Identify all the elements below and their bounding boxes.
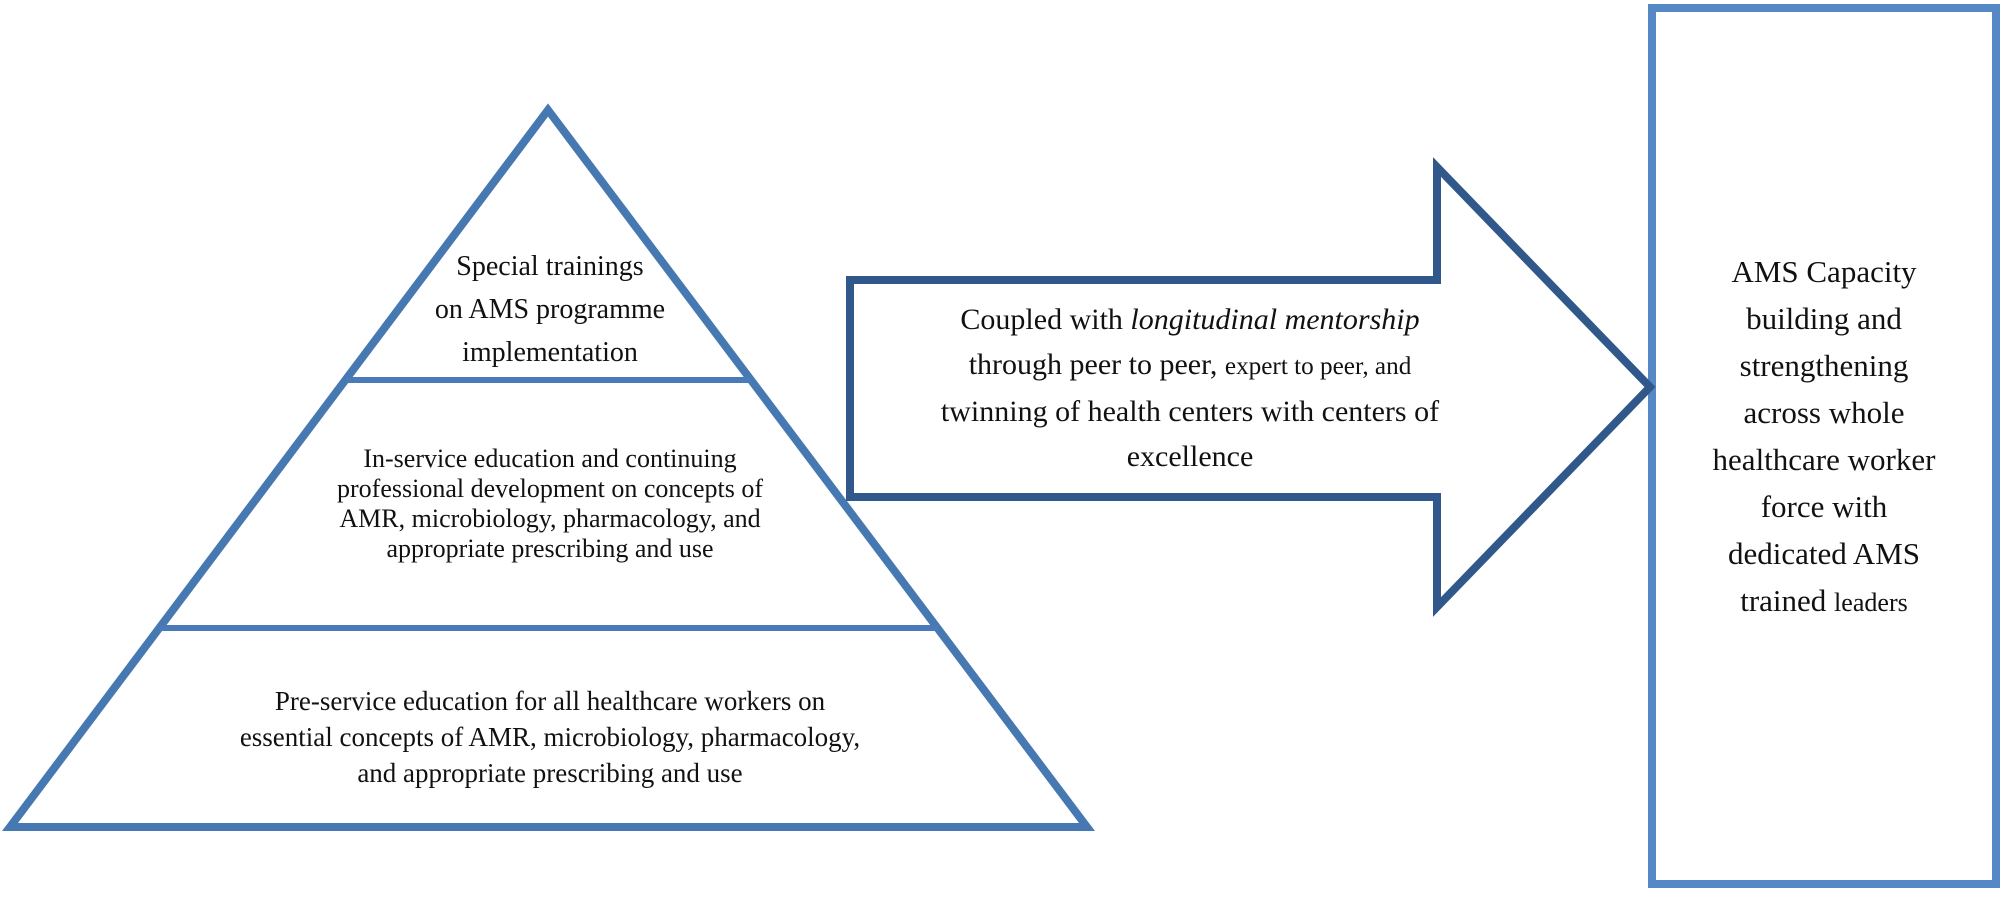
result-box-outline xyxy=(1648,4,2000,888)
pyramid-tier3-text: Pre-service education for all healthcare… xyxy=(190,683,910,791)
result-line-1: AMS Capacity xyxy=(1731,254,1917,289)
tier2-line-3: AMR, microbiology, pharmacology, and xyxy=(339,504,761,533)
result-line-8-part2: leaders xyxy=(1834,588,1908,617)
result-line-6: force with xyxy=(1760,489,1888,524)
result-line-5: healthcare worker xyxy=(1712,442,1936,477)
pyramid-tier2-text: In-service education and continuing prof… xyxy=(250,444,850,564)
pyramid-outline xyxy=(1,103,1096,831)
tier1-line-2: on AMS programme xyxy=(434,294,666,325)
result-line-2: building and xyxy=(1746,301,1902,336)
result-line-8-part1: trained xyxy=(1740,583,1835,618)
arrow-line-2-part1: through peer to peer, xyxy=(968,348,1225,381)
result-line-4: across whole xyxy=(1743,395,1905,430)
arrow-text: Coupled with longitudinal mentorship thr… xyxy=(870,297,1510,479)
tier3-line-2: essential concepts of AMR, microbiology,… xyxy=(239,722,861,752)
arrow-line-4: excellence xyxy=(1126,440,1254,473)
tier3-line-3: and appropriate prescribing and use xyxy=(357,758,743,788)
tier2-line-2: professional development on concepts of xyxy=(337,474,763,503)
arrow-line-1: Coupled with longitudinal mentorship xyxy=(870,297,1510,342)
result-line-3: strengthening xyxy=(1739,348,1909,383)
tier1-line-3: implementation xyxy=(462,337,638,368)
pyramid-tier1-text: Special trainings on AMS programme imple… xyxy=(350,245,750,374)
arrow-line-1-italic: longitudinal mentorship xyxy=(1130,303,1420,336)
arrow-line-2: through peer to peer, expert to peer, an… xyxy=(870,342,1510,389)
arrow-line-1-regular: Coupled with xyxy=(960,303,1131,336)
result-line-8: trained leaders xyxy=(1662,577,1986,626)
tier2-line-4: appropriate prescribing and use xyxy=(386,534,714,563)
arrow-line-3: twinning of health centers with centers … xyxy=(940,395,1440,428)
tier1-line-1: Special trainings xyxy=(456,251,644,282)
result-line-7: dedicated AMS xyxy=(1728,536,1920,571)
arrow-line-2-part2: expert to peer, and xyxy=(1224,353,1412,380)
tier3-line-1: Pre-service education for all healthcare… xyxy=(274,686,826,716)
mentorship-arrow-shape xyxy=(846,157,1656,617)
tier2-line-1: In-service education and continuing xyxy=(363,444,737,473)
result-box-text: AMS Capacity building and strengthening … xyxy=(1662,248,1986,626)
